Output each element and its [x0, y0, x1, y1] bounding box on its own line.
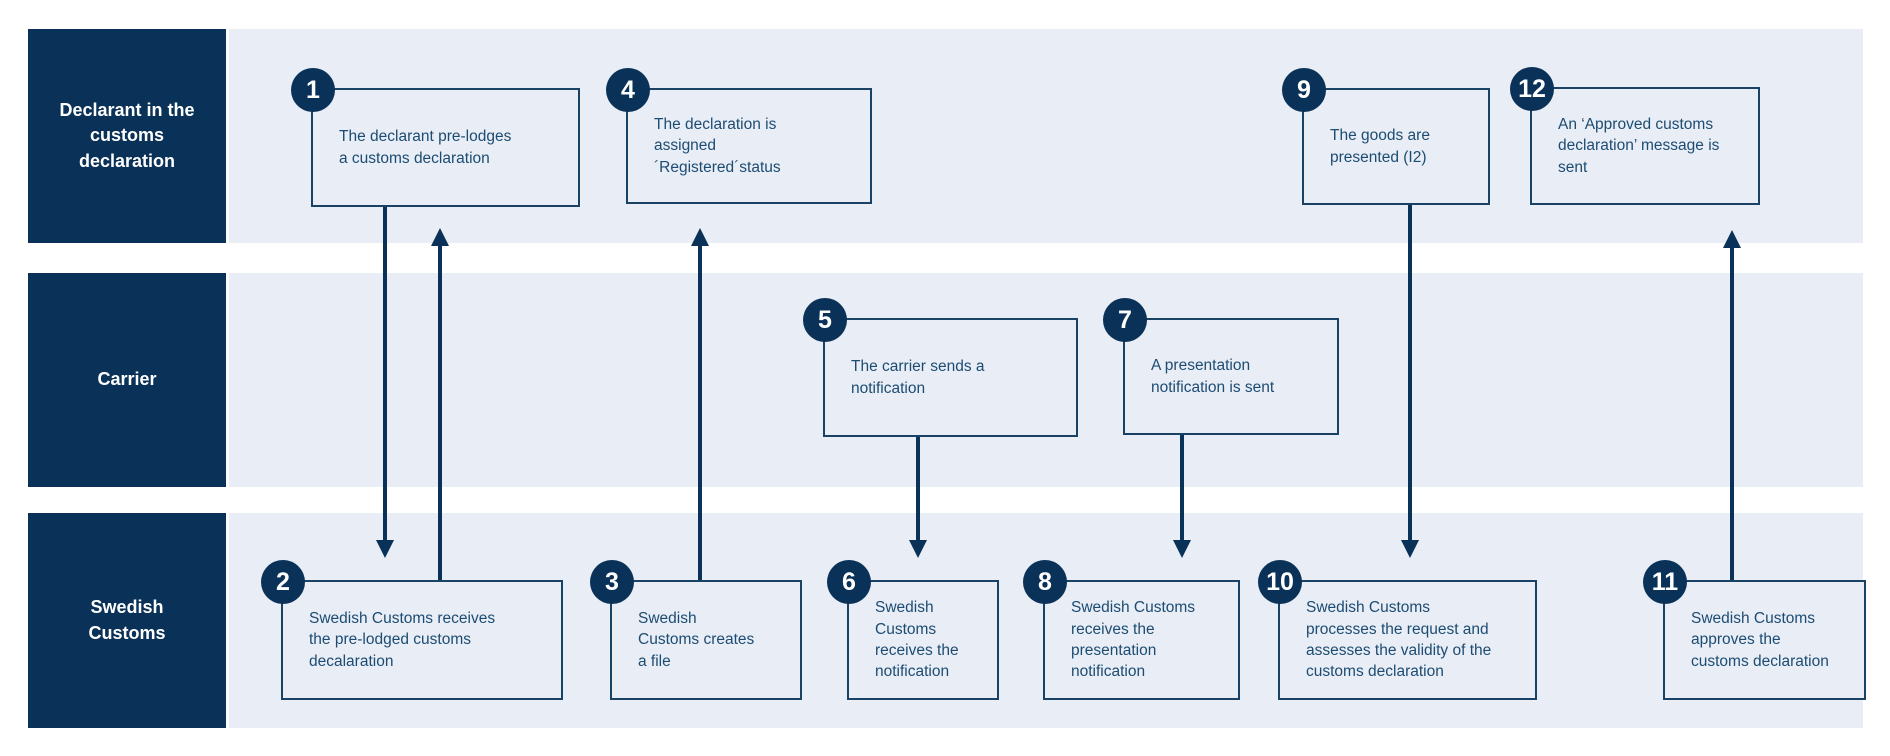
step-text: Swedish Customs approves the customs dec…	[1691, 609, 1829, 670]
step-box-9: 9 The goods are presented (I2)	[1282, 68, 1490, 205]
step-number-badge: 8	[1023, 560, 1067, 604]
step-text: A presentation notification is sent	[1151, 357, 1275, 396]
arrow-shaft	[383, 207, 387, 540]
step-text: Swedish Customs receives the notificatio…	[875, 599, 959, 681]
step-number-badge: 7	[1103, 298, 1147, 342]
step-box-10: 10 Swedish Customs processes the request…	[1258, 560, 1537, 700]
step-text: The declarant pre-lodges a customs decla…	[339, 128, 512, 167]
step-number-badge: 6	[827, 560, 871, 604]
arrow-head-down-icon	[376, 540, 394, 558]
step-text: Swedish Customs processes the request an…	[1306, 599, 1492, 681]
arrow-head-up-icon	[431, 228, 449, 246]
step-number-badge: 12	[1510, 67, 1554, 111]
step-box-2: 2 Swedish Customs receives the pre-lodge…	[261, 560, 563, 700]
step-box-7: 7 A presentation notification is sent	[1103, 298, 1339, 435]
arrow-head-down-icon	[1401, 540, 1419, 558]
step-box-11: 11 Swedish Customs approves the customs …	[1643, 560, 1866, 700]
step-text: The carrier sends a notification	[851, 358, 985, 397]
arrow-head-down-icon	[909, 540, 927, 558]
step-text: The goods are presented (I2)	[1330, 127, 1430, 166]
lane-label-declarant: Declarant in the customs declaration	[28, 29, 226, 243]
arrow-shaft	[1730, 248, 1734, 580]
arrow-shaft	[698, 246, 702, 580]
step-text: The declaration is assigned ´Registered´…	[654, 115, 781, 176]
step-number-badge: 9	[1282, 68, 1326, 112]
step-text: Swedish Customs creates a file	[638, 609, 755, 670]
step-text: An ‘Approved customs declaration’ messag…	[1558, 115, 1720, 176]
step-number-badge: 3	[590, 560, 634, 604]
step-box-1: 1 The declarant pre-lodges a customs dec…	[291, 68, 580, 207]
step-box-3: 3 Swedish Customs creates a file	[590, 560, 802, 700]
step-box-4: 4 The declaration is assigned ´Registere…	[606, 68, 872, 204]
step-text: Swedish Customs receives the presentatio…	[1071, 599, 1196, 681]
step-number-badge: 4	[606, 68, 650, 112]
arrow-head-down-icon	[1173, 540, 1191, 558]
step-number-badge: 2	[261, 560, 305, 604]
step-number-badge: 5	[803, 298, 847, 342]
arrow-head-up-icon	[1723, 230, 1741, 248]
arrow-shaft	[916, 437, 920, 540]
step-box-6: 6 Swedish Customs receives the notificat…	[827, 560, 999, 700]
step-number-badge: 10	[1258, 560, 1302, 604]
step-number-badge: 11	[1643, 560, 1687, 604]
step-box-8: 8 Swedish Customs receives the presentat…	[1023, 560, 1240, 700]
step-text: Swedish Customs receives the pre-lodged …	[309, 609, 496, 670]
lane-label-swedish-customs: Swedish Customs	[28, 513, 226, 728]
lane-label-carrier: Carrier	[28, 273, 226, 487]
step-box-5: 5 The carrier sends a notification	[803, 298, 1078, 437]
arrow-head-up-icon	[691, 228, 709, 246]
arrow-shaft	[1408, 205, 1412, 540]
arrow-shaft	[438, 246, 442, 580]
step-number-badge: 1	[291, 68, 335, 112]
step-box-12: 12 An ‘Approved customs declaration’ mes…	[1510, 67, 1760, 205]
arrow-shaft	[1180, 435, 1184, 540]
